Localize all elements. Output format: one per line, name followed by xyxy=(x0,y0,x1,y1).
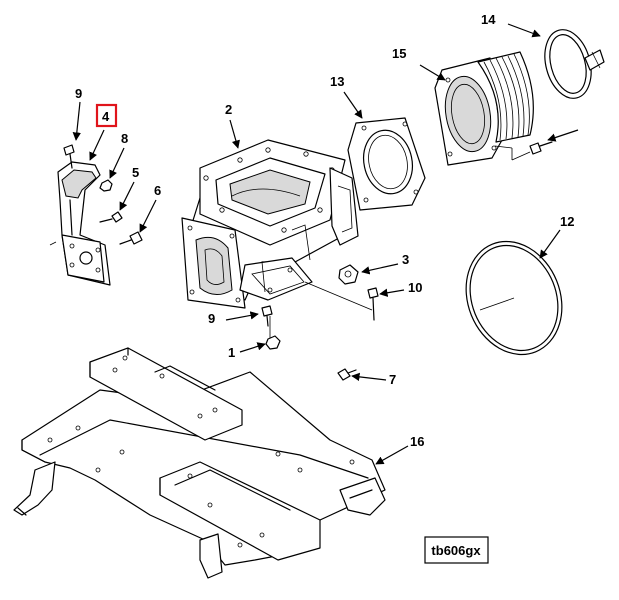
callout-15[interactable]: 15 xyxy=(392,46,406,61)
nut-part-3 xyxy=(338,264,359,285)
callout-10[interactable]: 10 xyxy=(408,280,422,295)
bolt-part-9-upper xyxy=(63,144,75,169)
callout-13[interactable]: 13 xyxy=(330,74,344,89)
nut-part-8 xyxy=(99,179,113,192)
callout-3[interactable]: 3 xyxy=(402,252,409,267)
callout-16[interactable]: 16 xyxy=(410,434,424,449)
gasket-part-13 xyxy=(347,117,426,211)
diagram-id-label: tb606gx xyxy=(424,536,489,564)
diagram-id-text: tb606gx xyxy=(431,543,481,558)
callout-5[interactable]: 5 xyxy=(132,165,139,180)
bellows-connector-part-15 xyxy=(434,51,534,166)
callout-labels: 9 4 8 5 6 2 13 15 14 12 3 10 9 1 7 16 xyxy=(75,12,574,449)
base-frame-part-16 xyxy=(13,347,386,579)
callout-4[interactable]: 4 xyxy=(102,109,110,124)
mounting-bracket-part-4 xyxy=(49,161,111,286)
nut-part-1 xyxy=(265,335,281,350)
callout-12[interactable]: 12 xyxy=(560,214,574,229)
callout-6[interactable]: 6 xyxy=(154,183,161,198)
assembly-center-lines xyxy=(269,145,531,338)
bolt-part-10 xyxy=(367,287,379,321)
callout-2[interactable]: 2 xyxy=(225,102,232,117)
highlight-box-callout-4 xyxy=(95,103,118,128)
leader-lines xyxy=(72,23,579,465)
v-band-clamp-part-14 xyxy=(544,29,605,99)
callout-7[interactable]: 7 xyxy=(389,372,396,387)
callout-9-upper[interactable]: 9 xyxy=(75,86,82,101)
callout-9-lower[interactable]: 9 xyxy=(208,311,215,326)
bolt-part-6 xyxy=(119,231,143,245)
bolt-part-9-lower xyxy=(261,305,273,327)
callout-1[interactable]: 1 xyxy=(228,345,235,360)
seal-ring-part-12 xyxy=(465,240,563,356)
bolt-flange-part-15 xyxy=(529,141,553,155)
callout-14[interactable]: 14 xyxy=(481,12,496,27)
valve-housing-part-2 xyxy=(181,139,359,309)
bolt-part-7 xyxy=(337,368,357,381)
callout-8[interactable]: 8 xyxy=(121,131,128,146)
base-frame-holes xyxy=(47,355,355,548)
bolt-part-5 xyxy=(99,211,123,223)
